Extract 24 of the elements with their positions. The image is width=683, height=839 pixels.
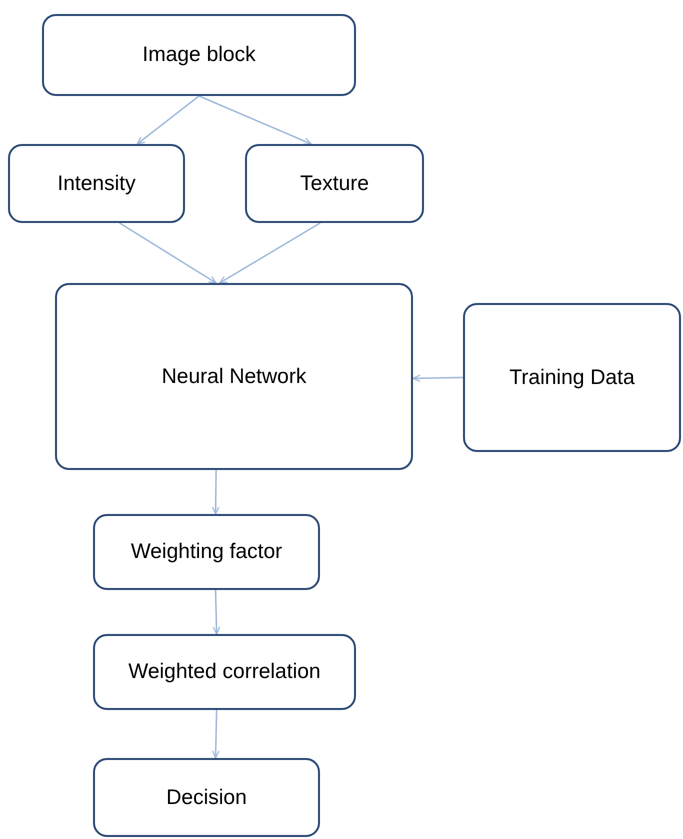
arrow (212, 470, 220, 515)
box-label: Weighted correlation (128, 659, 321, 685)
process-box (55, 283, 413, 470)
arrow (136, 95, 200, 145)
box-label: Weighting factor (130, 539, 282, 565)
arrow (119, 222, 217, 284)
arrow (212, 710, 220, 759)
process-box (42, 14, 356, 96)
box-label: Training Data (509, 364, 635, 390)
process-box (93, 758, 320, 837)
process-box (463, 303, 681, 452)
arrow (212, 590, 220, 635)
process-box (8, 144, 185, 223)
box-label: Neural Network (162, 364, 306, 390)
process-box (93, 634, 356, 710)
process-box (245, 144, 424, 223)
box-label: Texture (300, 170, 369, 196)
box-label: Image block (142, 42, 256, 68)
box-label: Intensity (57, 170, 136, 196)
arrow (219, 222, 321, 284)
arrow (198, 95, 312, 145)
process-box (93, 514, 320, 590)
arrow (412, 374, 464, 382)
box-label: Decision (166, 784, 247, 810)
